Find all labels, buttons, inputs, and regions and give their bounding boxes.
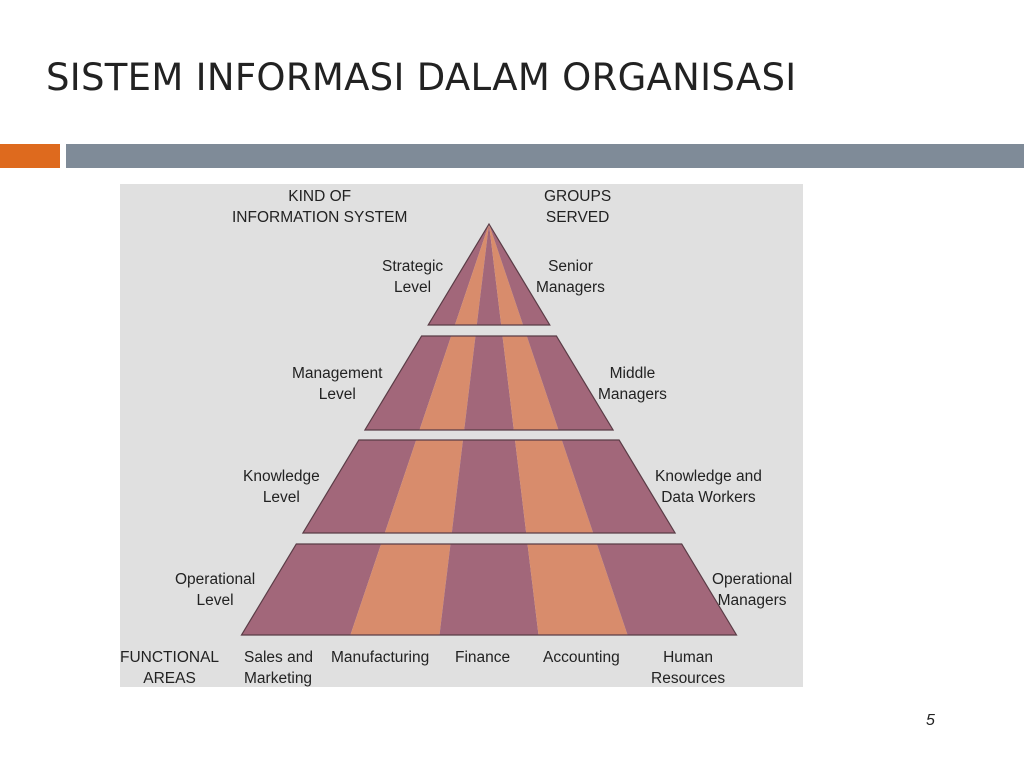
slide-title: SISTEM INFORMASI DALAM ORGANISASI <box>46 56 797 99</box>
tier-management-band-accounting <box>502 336 559 430</box>
tier-operational <box>240 543 738 636</box>
tier-operational-band-hr <box>596 544 737 635</box>
tier-management <box>363 335 615 431</box>
tier-operational-outline <box>240 543 738 636</box>
tier-strategic-outline <box>427 222 551 326</box>
tier-management-band-sales <box>364 336 452 430</box>
tier-strategic-band-manufacturing <box>454 224 489 325</box>
tier-management-outline <box>363 335 615 431</box>
area-accounting: Accounting <box>543 649 620 666</box>
tier-knowledge-band-manufacturing <box>384 440 463 533</box>
tier-management-band-manufacturing <box>419 336 476 430</box>
tier-knowledge <box>301 439 677 534</box>
area-manufacturing: Manufacturing <box>331 649 430 666</box>
tier-operational-band-manufacturing <box>350 544 451 635</box>
tier-strategic-band-finance <box>476 224 502 325</box>
tier-knowledge-outline <box>301 439 677 534</box>
tier-management-band-hr <box>526 336 614 430</box>
tier-strategic-band-accounting <box>489 224 524 325</box>
tier-knowledge-band-finance <box>451 440 527 533</box>
page-number: 5 <box>926 712 935 729</box>
tier-knowledge-band-sales <box>302 440 417 533</box>
tier-operational-band-accounting <box>527 544 628 635</box>
tier-strategic <box>427 222 551 326</box>
title-rule-bar <box>66 144 1024 168</box>
tier-operational-band-sales <box>241 544 382 635</box>
area-finance: Finance <box>455 649 511 666</box>
tier-knowledge-band-hr <box>561 440 676 533</box>
accent-bar <box>0 144 60 168</box>
tier-management-band-finance <box>464 336 514 430</box>
tier-operational-band-finance <box>439 544 539 635</box>
pyramid-tiers <box>240 222 738 636</box>
tier-knowledge-band-accounting <box>515 440 594 533</box>
pyramid-graphic <box>120 184 803 687</box>
